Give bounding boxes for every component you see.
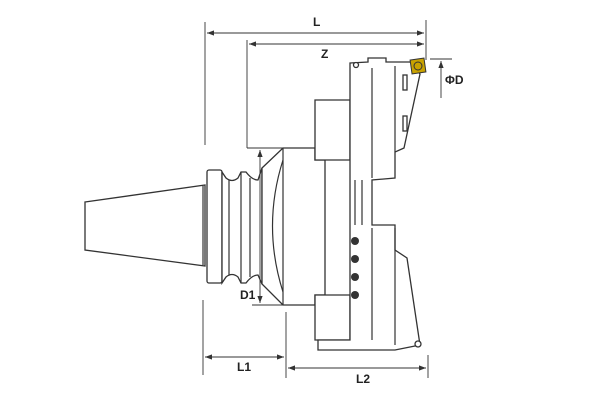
screw-icon [351, 255, 359, 263]
dimension-label-Z: Z [321, 47, 329, 61]
main-plate [317, 57, 422, 351]
cutting-insert [409, 57, 427, 75]
dimension-label-D1: D1 [240, 288, 256, 302]
screw-icon [351, 273, 359, 281]
taper-shank [84, 184, 206, 267]
dimension-label-L: L [313, 15, 321, 29]
body-shoulder [261, 147, 326, 306]
dimension-label-D: ΦD [445, 73, 464, 87]
dimension-lines [202, 20, 452, 378]
screws [351, 237, 359, 299]
screw-icon [351, 291, 359, 299]
dimension-label-L2: L2 [356, 372, 371, 386]
screw-icon [351, 237, 359, 245]
upper-block [314, 99, 351, 341]
dimension-label-L1: L1 [237, 360, 252, 374]
flange [206, 167, 263, 286]
